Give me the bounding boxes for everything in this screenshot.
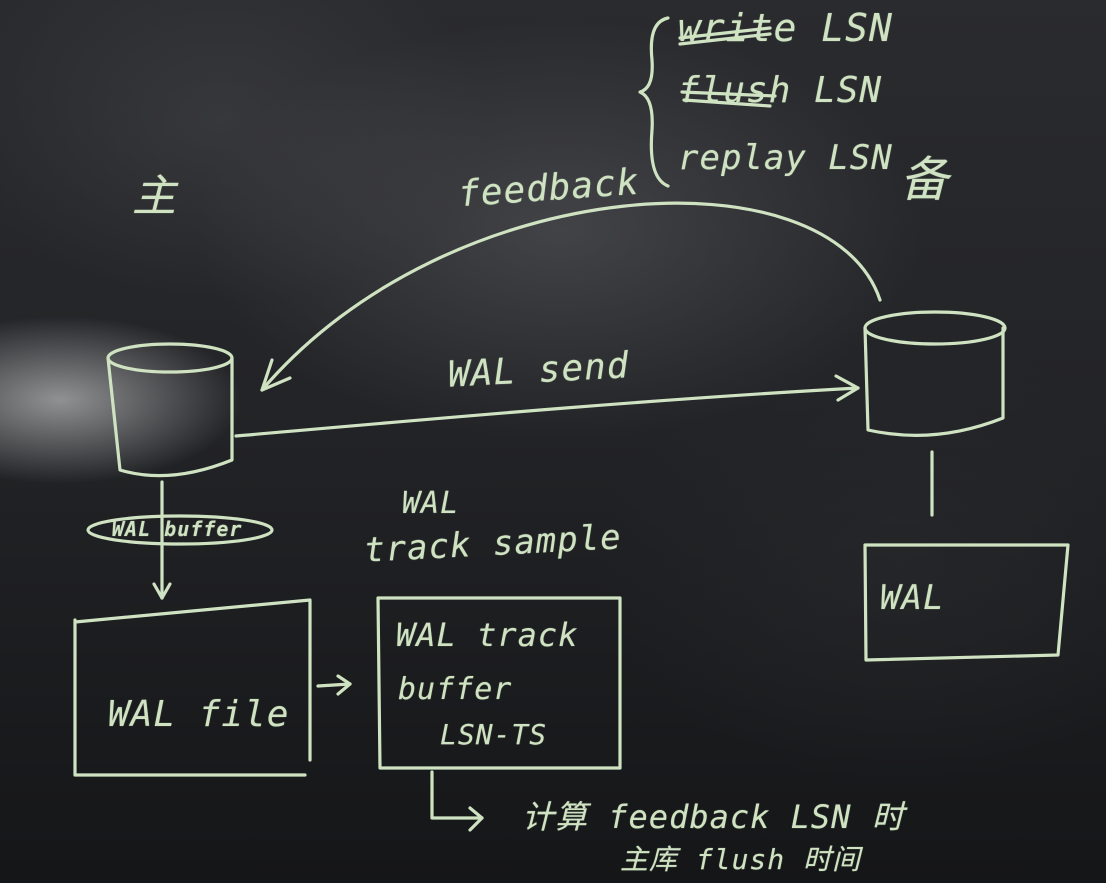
feedback-arrow — [260, 201, 882, 392]
standby-label: 备 — [900, 152, 950, 208]
wal-file-box — [73, 598, 312, 777]
wal-file-label: WAL file — [108, 694, 290, 735]
replay-lsn-label: replay LSN — [678, 138, 893, 178]
wal-track-buffer-box — [376, 596, 622, 770]
primary-db-icon — [106, 342, 234, 478]
standby-wal-box — [863, 543, 1070, 662]
standby-wal-label: WAL — [880, 578, 945, 618]
wal-track-buffer-line3: LSN-TS — [440, 718, 548, 751]
feedback-brace — [638, 16, 670, 188]
flush-lsn-label: flush LSN — [678, 70, 883, 111]
wal-track-buffer-line1: WAL track — [396, 616, 579, 654]
compute-note-line2: 主库 flush 时间 — [620, 843, 862, 876]
wal-buffer-shape — [86, 480, 274, 600]
scratch-marks — [678, 26, 777, 108]
file-to-track-arrow — [316, 674, 352, 696]
primary-label: 主 — [132, 171, 177, 222]
standby-db-icon — [863, 310, 1007, 437]
wal-send-arrow — [234, 374, 860, 438]
wal-track-sample-line1: WAL — [402, 486, 460, 521]
wal-track-buffer-line2: buffer — [398, 672, 513, 707]
write-lsn-label: write LSN — [678, 6, 893, 50]
compute-note-line1: 计算 feedback LSN 时 — [522, 798, 905, 836]
wal-buffer-label: WAL buffer — [112, 517, 243, 541]
compute-arrow — [430, 770, 484, 832]
